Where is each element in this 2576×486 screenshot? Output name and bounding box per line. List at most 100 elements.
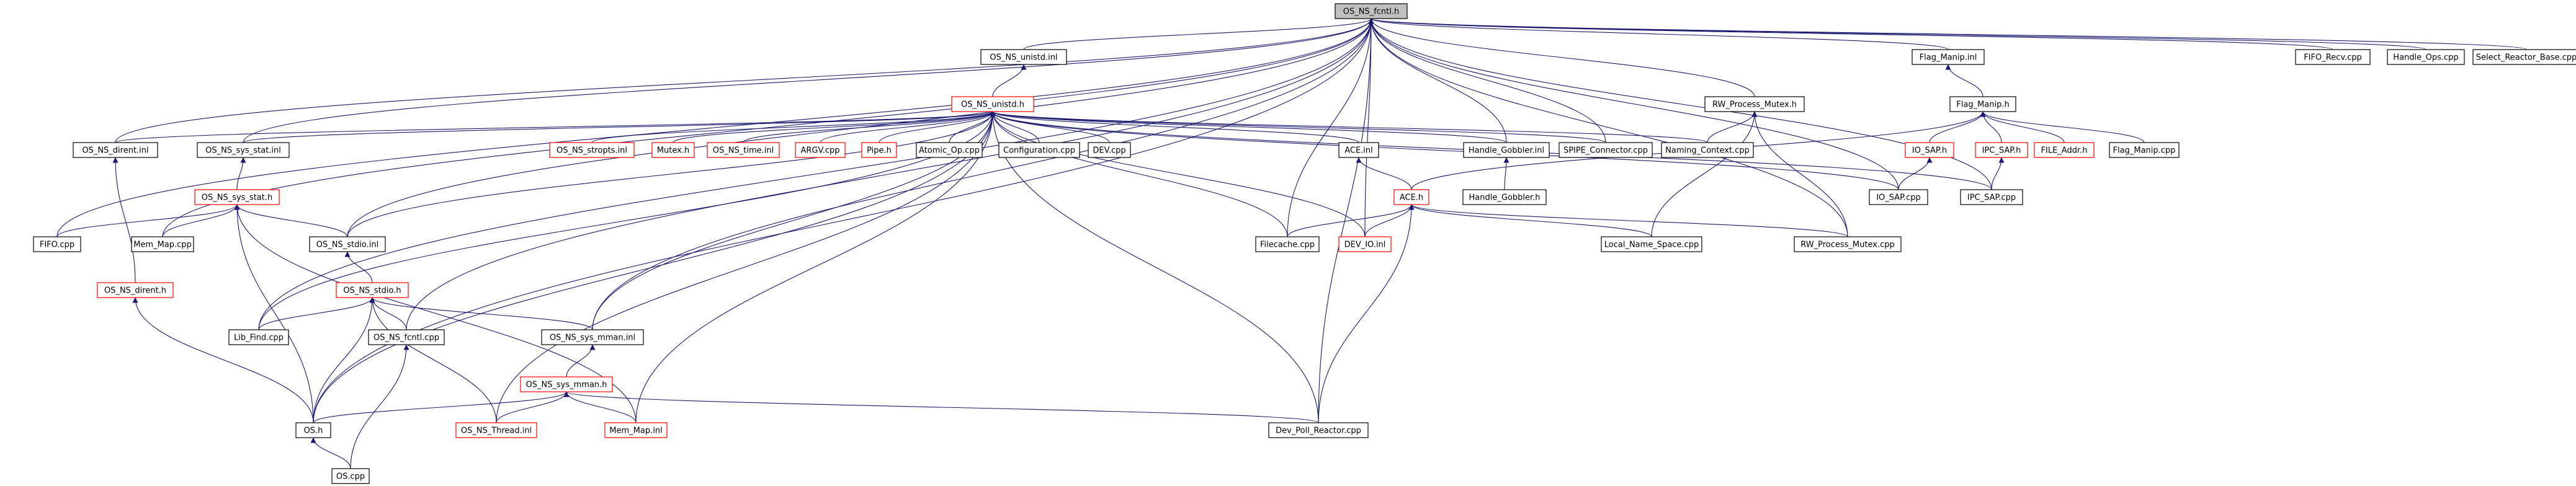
edge-handle_gobbler_h-to-handle_gobbler_inl: [1503, 157, 1509, 190]
node-handle-gobbler-h[interactable]: Handle_Gobbler.h: [1462, 189, 1547, 205]
node-io-sap-h[interactable]: IO_SAP.h: [1905, 142, 1954, 158]
node-dev-poll-reactor-cpp[interactable]: Dev_Poll_Reactor.cpp: [1268, 422, 1369, 438]
edge-lib_find_cpp-to-os_ns_stdio_h: [258, 297, 375, 330]
edge-os_ns_stropts_inl-to-os_ns_unistd_h: [591, 111, 996, 143]
edge-dev_poll_reactor_cpp-to-os_ns_sys_mman_h: [563, 391, 1319, 423]
node-label: FIFO.cpp: [40, 241, 74, 250]
edge-os_h-to-os_ns_dirent_h: [132, 297, 314, 423]
node-os-h[interactable]: OS.h: [295, 422, 331, 438]
node-mutex-h[interactable]: Mutex.h: [651, 142, 695, 158]
node-ace-h[interactable]: ACE.h: [1393, 189, 1429, 205]
node-os-ns-sys-mman-h[interactable]: OS_NS_sys_mman.h: [520, 376, 613, 392]
node-os-ns-sys-stat-inl[interactable]: OS_NS_sys_stat.inl: [197, 142, 290, 158]
node-box: [707, 142, 780, 158]
edge-layer: [56, 18, 2527, 469]
node-os-ns-sys-mman-inl[interactable]: OS_NS_sys_mman.inl: [541, 329, 644, 345]
edge-dev_poll_reactor_cpp-to-os_ns_fcntl_h: [1318, 18, 1374, 423]
node-argv-cpp[interactable]: ARGV.cpp: [795, 142, 846, 158]
edge-dev_io_inl-to-os_ns_unistd_h: [990, 111, 1366, 237]
node-mem-map-inl[interactable]: Mem_Map.inl: [604, 422, 668, 438]
edge-argv_cpp-to-os_ns_unistd_h: [820, 111, 996, 143]
node-handle-gobbler-inl[interactable]: Handle_Gobbler.inl: [1463, 142, 1550, 158]
edge-filecache_cpp-to-ace_h: [1287, 204, 1415, 237]
node-box: [1088, 142, 1131, 158]
edge-ace_h-to-ace_inl: [1356, 157, 1412, 190]
edge-ace_inl-to-os_ns_unistd_h: [990, 111, 1359, 143]
node-file-addr-h[interactable]: FILE_Addr.h: [2034, 142, 2095, 158]
node-os-ns-unistd-h[interactable]: OS_NS_unistd.h: [951, 96, 1034, 112]
node-box: [1949, 96, 2016, 112]
node-select-reactor-base-cpp[interactable]: Select_Reactor_Base.cpp: [2472, 49, 2576, 65]
node-os-ns-unistd-inl[interactable]: OS_NS_unistd.inl: [980, 49, 1067, 65]
edge-io_sap_h-to-flag_manip_h: [1929, 111, 1986, 143]
node-ipc-sap-h[interactable]: IPC_SAP.h: [1975, 142, 2028, 158]
node-atomic-op-cpp[interactable]: Atomic_Op.cpp: [916, 142, 983, 158]
node-configuration-cpp[interactable]: Configuration.cpp: [998, 142, 1080, 158]
edge-os_ns_dirent_h-to-os_ns_dirent_inl: [112, 157, 136, 283]
node-naming-context-cpp[interactable]: Naming_Context.cpp: [1661, 142, 1754, 158]
node-os-ns-sys-stat-h[interactable]: OS_NS_sys_stat.h: [194, 189, 280, 205]
node-label: Mem_Map.cpp: [133, 241, 192, 250]
edge-mutex_h-to-os_ns_unistd_h: [673, 111, 996, 143]
node-os-ns-stdio-h[interactable]: OS_NS_stdio.h: [336, 282, 409, 298]
node-ipc-sap-cpp[interactable]: IPC_SAP.cpp: [1960, 189, 2023, 205]
node-label: OS_NS_sys_mman.h: [525, 381, 607, 390]
node-dev-io-inl[interactable]: DEV_IO.inl: [1338, 236, 1392, 252]
node-box: [916, 142, 983, 158]
node-local-name-space-cpp[interactable]: Local_Name_Space.cpp: [1601, 236, 1702, 252]
node-rw-process-mutex-cpp[interactable]: RW_Process_Mutex.cpp: [1794, 236, 1902, 252]
node-box: [2387, 49, 2465, 65]
node-label: OS_NS_stdio.h: [343, 286, 401, 296]
edge-os_ns_stdio_h-to-os_ns_stdio_inl: [344, 251, 373, 283]
node-fifo-cpp[interactable]: FIFO.cpp: [33, 236, 81, 252]
node-dev-cpp[interactable]: DEV.cpp: [1088, 142, 1131, 158]
edge-os_ns_stdio_inl-to-os_ns_unistd_h: [347, 111, 996, 237]
edge-os_ns_unistd_h-to-os_ns_unistd_inl: [992, 64, 1027, 97]
node-os-ns-stdio-inl[interactable]: OS_NS_stdio.inl: [309, 236, 386, 252]
node-label: Flag_Manip.inl: [1920, 53, 1977, 63]
node-rw-process-mutex-h[interactable]: RW_Process_Mutex.h: [1704, 96, 1805, 112]
node-box: [2034, 142, 2095, 158]
node-io-sap-cpp[interactable]: IO_SAP.cpp: [1869, 189, 1928, 205]
node-os-ns-dirent-inl[interactable]: OS_NS_dirent.inl: [73, 142, 158, 158]
node-os-cpp[interactable]: OS.cpp: [331, 468, 370, 484]
node-label: Flag_Manip.h: [1956, 100, 2009, 110]
node-flag-manip-cpp[interactable]: Flag_Manip.cpp: [2109, 142, 2180, 158]
edge-os_ns_sys_stat_h-to-os_ns_sys_stat_inl: [236, 157, 246, 190]
node-flag-manip-h[interactable]: Flag_Manip.h: [1949, 96, 2016, 112]
node-flag-manip-inl[interactable]: Flag_Manip.inl: [1912, 49, 1985, 65]
edge-mem_map_inl-to-os_ns_sys_stat_h: [234, 204, 637, 423]
node-label: Filecache.cpp: [1260, 241, 1315, 250]
node-os-ns-time-inl[interactable]: OS_NS_time.inl: [707, 142, 780, 158]
node-box: [1661, 142, 1754, 158]
node-ace-inl[interactable]: ACE.inl: [1338, 142, 1379, 158]
node-fifo-recv-cpp[interactable]: FIFO_Recv.cpp: [2295, 49, 2371, 65]
node-os-ns-thread-inl[interactable]: OS_NS_Thread.inl: [455, 422, 537, 438]
node-os-ns-stropts-inl[interactable]: OS_NS_stropts.inl: [549, 142, 635, 158]
node-mem-map-cpp[interactable]: Mem_Map.cpp: [131, 236, 194, 252]
node-filecache-cpp[interactable]: Filecache.cpp: [1255, 236, 1320, 252]
node-box: [1601, 236, 1702, 252]
edge-os_h-to-os_ns_sys_mman_h: [313, 391, 570, 423]
edge-lib_find_cpp-to-os_ns_fcntl_h: [258, 18, 1374, 330]
edge-os_h-to-os_ns_fcntl_h: [313, 18, 1374, 423]
node-os-ns-fcntl-h[interactable]: OS_NS_fcntl.h: [1335, 3, 1408, 19]
node-handle-ops-cpp[interactable]: Handle_Ops.cpp: [2387, 49, 2465, 65]
edge-dev_poll_reactor_cpp-to-os_ns_unistd_h: [990, 111, 1319, 423]
node-box: [2109, 142, 2180, 158]
node-pipe-h[interactable]: Pipe.h: [861, 142, 897, 158]
node-label: OS_NS_stdio.inl: [316, 241, 379, 250]
edge-io_sap_cpp-to-os_ns_unistd_h: [990, 111, 1899, 190]
node-os-ns-dirent-h[interactable]: OS_NS_dirent.h: [97, 282, 174, 298]
edge-ipc_sap_cpp-to-os_ns_fcntl_h: [1368, 18, 1992, 190]
node-lib-find-cpp[interactable]: Lib_Find.cpp: [228, 329, 289, 345]
edge-os_h-to-os_ns_unistd_h: [313, 111, 996, 423]
node-os-ns-fcntl-cpp[interactable]: OS_NS_fcntl.cpp: [368, 329, 445, 345]
node-label: Flag_Manip.cpp: [2113, 146, 2176, 156]
node-label: IO_SAP.cpp: [1876, 193, 1921, 203]
node-box: [1905, 142, 1954, 158]
node-spipe-connector-cpp[interactable]: SPIPE_Connector.cpp: [1559, 142, 1653, 158]
node-label: OS_NS_dirent.inl: [82, 146, 148, 156]
node-label: OS_NS_dirent.h: [104, 286, 166, 296]
